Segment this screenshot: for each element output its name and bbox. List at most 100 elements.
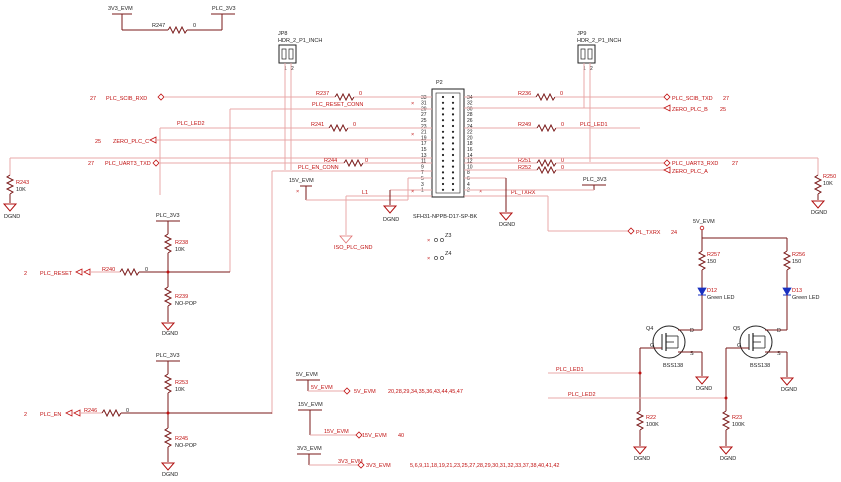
- val-r244: 0: [365, 158, 368, 164]
- p2-pin-dot: [441, 153, 445, 157]
- q5-s: S: [777, 351, 781, 357]
- en-block: PLC_3V3 R253 10K 2 PLC_EN R246 0 R245 NO…: [24, 353, 272, 478]
- dgnd-r250: DGND: [811, 210, 827, 216]
- p2-pin-right: 34: [467, 95, 473, 101]
- p2-pin-left: 1: [421, 188, 424, 194]
- val-r240: 0: [145, 267, 148, 273]
- net-plc-uart3-rxd: PLC_UART3_RXD: [672, 161, 718, 167]
- page-2b: 2: [24, 412, 27, 418]
- dgnd-reset: DGND: [162, 331, 178, 337]
- net-pl-txrx: PL_TXRX: [636, 230, 661, 236]
- val-r252: 0: [561, 165, 564, 171]
- p2-pin-dot: [451, 142, 455, 145]
- nc-mark-5: ×: [479, 189, 482, 195]
- val-r247: 0: [193, 23, 196, 29]
- net-plc-en-conn: PLC_EN_CONN: [298, 165, 339, 171]
- q5-d: D: [777, 328, 781, 334]
- p2-pin-left: 27: [421, 112, 427, 118]
- p2-pin-dot: [451, 153, 455, 157]
- ref-r249: R249: [518, 122, 531, 128]
- val-r249: 0: [561, 122, 564, 128]
- ref-d13: D13: [792, 288, 802, 294]
- nc-mark-3: ×: [411, 132, 414, 138]
- val-r250: 10K: [823, 181, 833, 187]
- val-r256: 150: [792, 259, 801, 265]
- net-pl-txrx-top: PL_TXRX: [511, 190, 536, 196]
- left-nets: 27 PLC_SCIB_RXD R237 0 PLC_RESET_CONN PL…: [2, 91, 482, 414]
- p2-pin-left: 13: [421, 153, 427, 159]
- z3-x: ×: [427, 238, 430, 244]
- dgnd-p2-right: DGND: [499, 222, 515, 228]
- p2-pin-left: 9: [421, 164, 424, 170]
- net-plc-scib-txd: PLC_SCIB_TXD: [672, 96, 713, 102]
- val-r22: 100K: [646, 422, 659, 428]
- p2-pin-left: 11: [421, 159, 426, 165]
- p2-pin-right: 26: [467, 118, 473, 124]
- pages-5v: 20,28,29,34,35,36,43,44,45,47: [388, 389, 463, 395]
- p2-pin-left: 33: [421, 95, 427, 101]
- dgnd-r22: DGND: [634, 456, 650, 462]
- p2-pin-right: 8: [467, 170, 470, 176]
- p2-pin-dot: [441, 101, 445, 104]
- part-jp8: HDR_2_P1_INCH: [278, 38, 322, 44]
- net-zero-plc-a: ZERO_PLC_A: [672, 169, 708, 175]
- net-plc-uart3-txd: PLC_UART3_TXD: [105, 161, 151, 167]
- p2-pin-dot: [451, 188, 455, 191]
- p2-pin-dot: [451, 177, 455, 180]
- net-3v3-evm-flag: 3V3_EVM: [366, 463, 391, 469]
- net-plc-en: PLC_EN: [40, 412, 61, 418]
- dgnd-p2-left: DGND: [383, 217, 399, 223]
- net-plc-3v3-en: PLC_3V3: [156, 353, 180, 359]
- led-driver-block: 5V_EVM R257 150 R256 150 D12 Green LED D…: [548, 219, 820, 462]
- net-plc-scib-rxd: PLC_SCIB_RXD: [106, 96, 147, 102]
- p2-pin-right: 2: [467, 188, 470, 194]
- net-plc-led2: PLC_LED2: [568, 392, 596, 398]
- net-3v3-evm: 3V3_EVM: [108, 6, 133, 12]
- p2-pin-dot: [451, 119, 455, 122]
- p2-pin-right: 14: [467, 153, 473, 159]
- ref-jp9: JP9: [577, 31, 586, 37]
- p2-pin-left: 7: [421, 170, 424, 176]
- net-15v-evm-label: 15V_EVM: [298, 402, 323, 408]
- q4-d: D: [690, 328, 694, 334]
- ref-r237: R237: [316, 91, 329, 97]
- ref-r244: R244: [324, 158, 337, 164]
- ref-z3: Z3: [445, 233, 451, 239]
- p2-pin-left: 15: [421, 147, 427, 153]
- net-15v-evm: 15V_EVM: [324, 429, 349, 435]
- ref-d12: D12: [707, 288, 717, 294]
- reset-block: PLC_3V3 R238 10K 2 PLC_RESET R240 0 R239…: [24, 213, 230, 337]
- p2-pin-dot: [451, 101, 455, 104]
- ref-r250: R250: [823, 174, 836, 180]
- val-r246: 0: [126, 408, 129, 414]
- net-5v-evm: 5V_EVM: [311, 385, 333, 391]
- p2-pin-right: 10: [467, 164, 473, 170]
- nc-mark-1: ×: [296, 189, 299, 195]
- p2-pin-right: 32: [467, 101, 473, 107]
- net-plc-3v3: PLC_3V3: [212, 6, 236, 12]
- net-5v-evm-label: 5V_EVM: [296, 372, 318, 378]
- net-plc-3v3-reset: PLC_3V3: [156, 213, 180, 219]
- page-25b: 25: [720, 107, 726, 113]
- p2-pin-dot: [451, 182, 455, 186]
- q4-s: S: [690, 351, 694, 357]
- p2-pin-left: 31: [421, 101, 427, 107]
- ref-r23: R23: [732, 415, 742, 421]
- q5-part: BSS138: [750, 363, 770, 369]
- dgnd-r23: DGND: [720, 456, 736, 462]
- net-plc-3v3-right: PLC_3V3: [583, 177, 607, 183]
- ref-r257: R257: [707, 252, 720, 258]
- dgnd-r243: DGND: [4, 214, 20, 220]
- val-r243: 10K: [16, 187, 26, 193]
- page-27c: 27: [723, 96, 729, 102]
- pages-15v: 40: [398, 433, 404, 439]
- page-27a: 27: [90, 96, 96, 102]
- jumper-jp8: JP8 HDR_2_P1_INCH 1 2: [278, 31, 322, 170]
- p2-pin-dot: [441, 124, 445, 128]
- p2-pin-dot: [451, 159, 455, 162]
- p2-pin-left: 17: [421, 141, 427, 147]
- ref-jp8: JP8: [278, 31, 287, 37]
- val-d12: Green LED: [707, 295, 735, 301]
- p2-pin-dot: [451, 130, 455, 133]
